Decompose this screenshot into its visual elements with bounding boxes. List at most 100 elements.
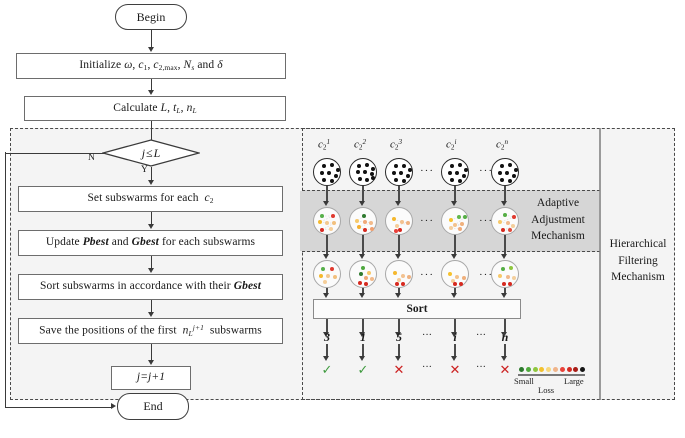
particle-dot (363, 220, 368, 225)
particle-dot (450, 164, 454, 168)
particle-dot (394, 178, 398, 182)
particle-dot (511, 224, 516, 229)
particle-dot (506, 275, 511, 280)
particle-dot (358, 177, 362, 181)
step2-text: Update Pbest and Gbest for each subswarm… (45, 236, 256, 249)
arrowhead-step4-increment (147, 360, 154, 365)
particle-dot (512, 215, 517, 220)
no-branch-down (5, 152, 7, 407)
legend-dot-2 (525, 367, 531, 372)
particle-dot (325, 221, 330, 226)
connector-begin-init (150, 30, 152, 48)
particle-dot (462, 276, 467, 281)
legend-dot-4 (539, 367, 545, 372)
legend-small-label: Small (514, 376, 534, 386)
particle-dot (397, 278, 402, 283)
particle-dot (458, 227, 463, 232)
legend-caption: Loss (538, 385, 555, 395)
particle-dot (359, 272, 364, 277)
connector-step3-step4 (150, 300, 152, 313)
particle-dot (498, 220, 503, 225)
particle-dot (453, 223, 458, 228)
legend-axis-line (518, 374, 585, 376)
c2-label-4: c2i (446, 138, 456, 152)
connector-r1-r2-2 (362, 186, 364, 202)
particle-dot (327, 171, 331, 175)
rank-value-1: 3 (324, 330, 330, 344)
particle-dot (365, 178, 369, 182)
particle-dot (362, 214, 367, 219)
connector-decision-step1 (150, 167, 152, 181)
c2-base: c (496, 138, 501, 151)
increment-box[interactable]: j=j+1 (111, 366, 191, 390)
swarm-circle-adaptive-5 (491, 207, 519, 235)
particle-dot (406, 221, 411, 226)
connector-r2-r3-1-head (323, 254, 330, 259)
particle-dot (448, 171, 452, 175)
particle-dot (449, 218, 454, 223)
particle-dot (459, 282, 464, 287)
connector-rank-mark-5 (504, 344, 506, 357)
band-edge-mask (300, 191, 303, 251)
particle-dot (449, 226, 454, 231)
decision-diamond[interactable]: j≤L (102, 139, 200, 167)
particle-dot (322, 178, 326, 182)
arrowhead-step2-step3 (147, 268, 154, 273)
legend-large-label: Large (564, 376, 584, 386)
particle-dot (508, 228, 513, 233)
particle-dot (370, 277, 375, 282)
decision-label: j≤L (141, 145, 161, 160)
c2-subscript: 2 (500, 143, 505, 152)
swarm-circle-initial-4 (441, 158, 469, 186)
step-set-subswarms[interactable]: Set subswarms for each c2 (18, 186, 283, 212)
connector-init-calc (150, 79, 152, 91)
particle-dot (365, 163, 369, 167)
particle-dot (357, 164, 361, 168)
particle-dot (330, 179, 334, 183)
connector-r2-r3-2 (362, 235, 364, 255)
step-sort-subswarms[interactable]: Sort subswarms in accordance with their … (18, 274, 283, 300)
particle-dot (500, 178, 504, 182)
c2-superscript: n (504, 138, 509, 146)
particle-dot (451, 279, 456, 284)
particle-dot (401, 282, 406, 287)
connector-rank-mark-4 (454, 344, 456, 357)
calculate-box[interactable]: Calculate L, tL, nL (24, 96, 286, 121)
arrowhead-begin-init (147, 47, 154, 52)
step-update-pbest-gbest[interactable]: Update Pbest and Gbest for each subswarm… (18, 230, 283, 256)
sort-box[interactable]: Sort (313, 299, 521, 319)
connector-sort-rank-2-head (359, 332, 366, 337)
legend-dot-9 (573, 367, 579, 372)
particle-dot (336, 168, 340, 172)
end-terminal[interactable]: End (117, 393, 189, 420)
connector-r1-r2-2-head (359, 201, 366, 206)
particle-dot (407, 275, 412, 280)
initialize-box[interactable]: Initialize ω, c1, c2,max, Ns and δ (16, 53, 286, 79)
swarm-circle-initial-5 (491, 158, 519, 186)
begin-terminal[interactable]: Begin (115, 4, 187, 30)
particle-dot (508, 282, 513, 287)
particle-dot (394, 229, 399, 234)
increment-label: j=j+1 (136, 371, 166, 384)
particle-dot (395, 224, 400, 229)
initialize-text: Initialize ω, c1, c2,max, Ns and δ (79, 59, 223, 73)
swarm-trace-lines (450, 216, 466, 230)
connector-step4-increment (150, 344, 152, 361)
connector-r3-sort-4-head (451, 293, 458, 298)
connector-step2-step3 (150, 256, 152, 269)
particle-dot (457, 215, 462, 220)
c2-base: c (390, 138, 395, 151)
connector-r1-r2-3-head (395, 201, 402, 206)
mark-tick-2: ✓ (357, 362, 369, 377)
particle-dot (501, 267, 506, 272)
particle-dot (332, 221, 337, 226)
particle-dot (455, 275, 460, 280)
connector-rank-mark-2-head (359, 356, 366, 361)
legend-dot-10 (580, 367, 586, 372)
mark-dots-4: ··· (422, 362, 432, 373)
step-save-positions[interactable]: Save the positions of the first nLj+1 su… (18, 318, 283, 344)
particle-dot (464, 168, 468, 172)
connector-r1-r2-5 (504, 186, 506, 202)
particle-dot (334, 174, 338, 178)
